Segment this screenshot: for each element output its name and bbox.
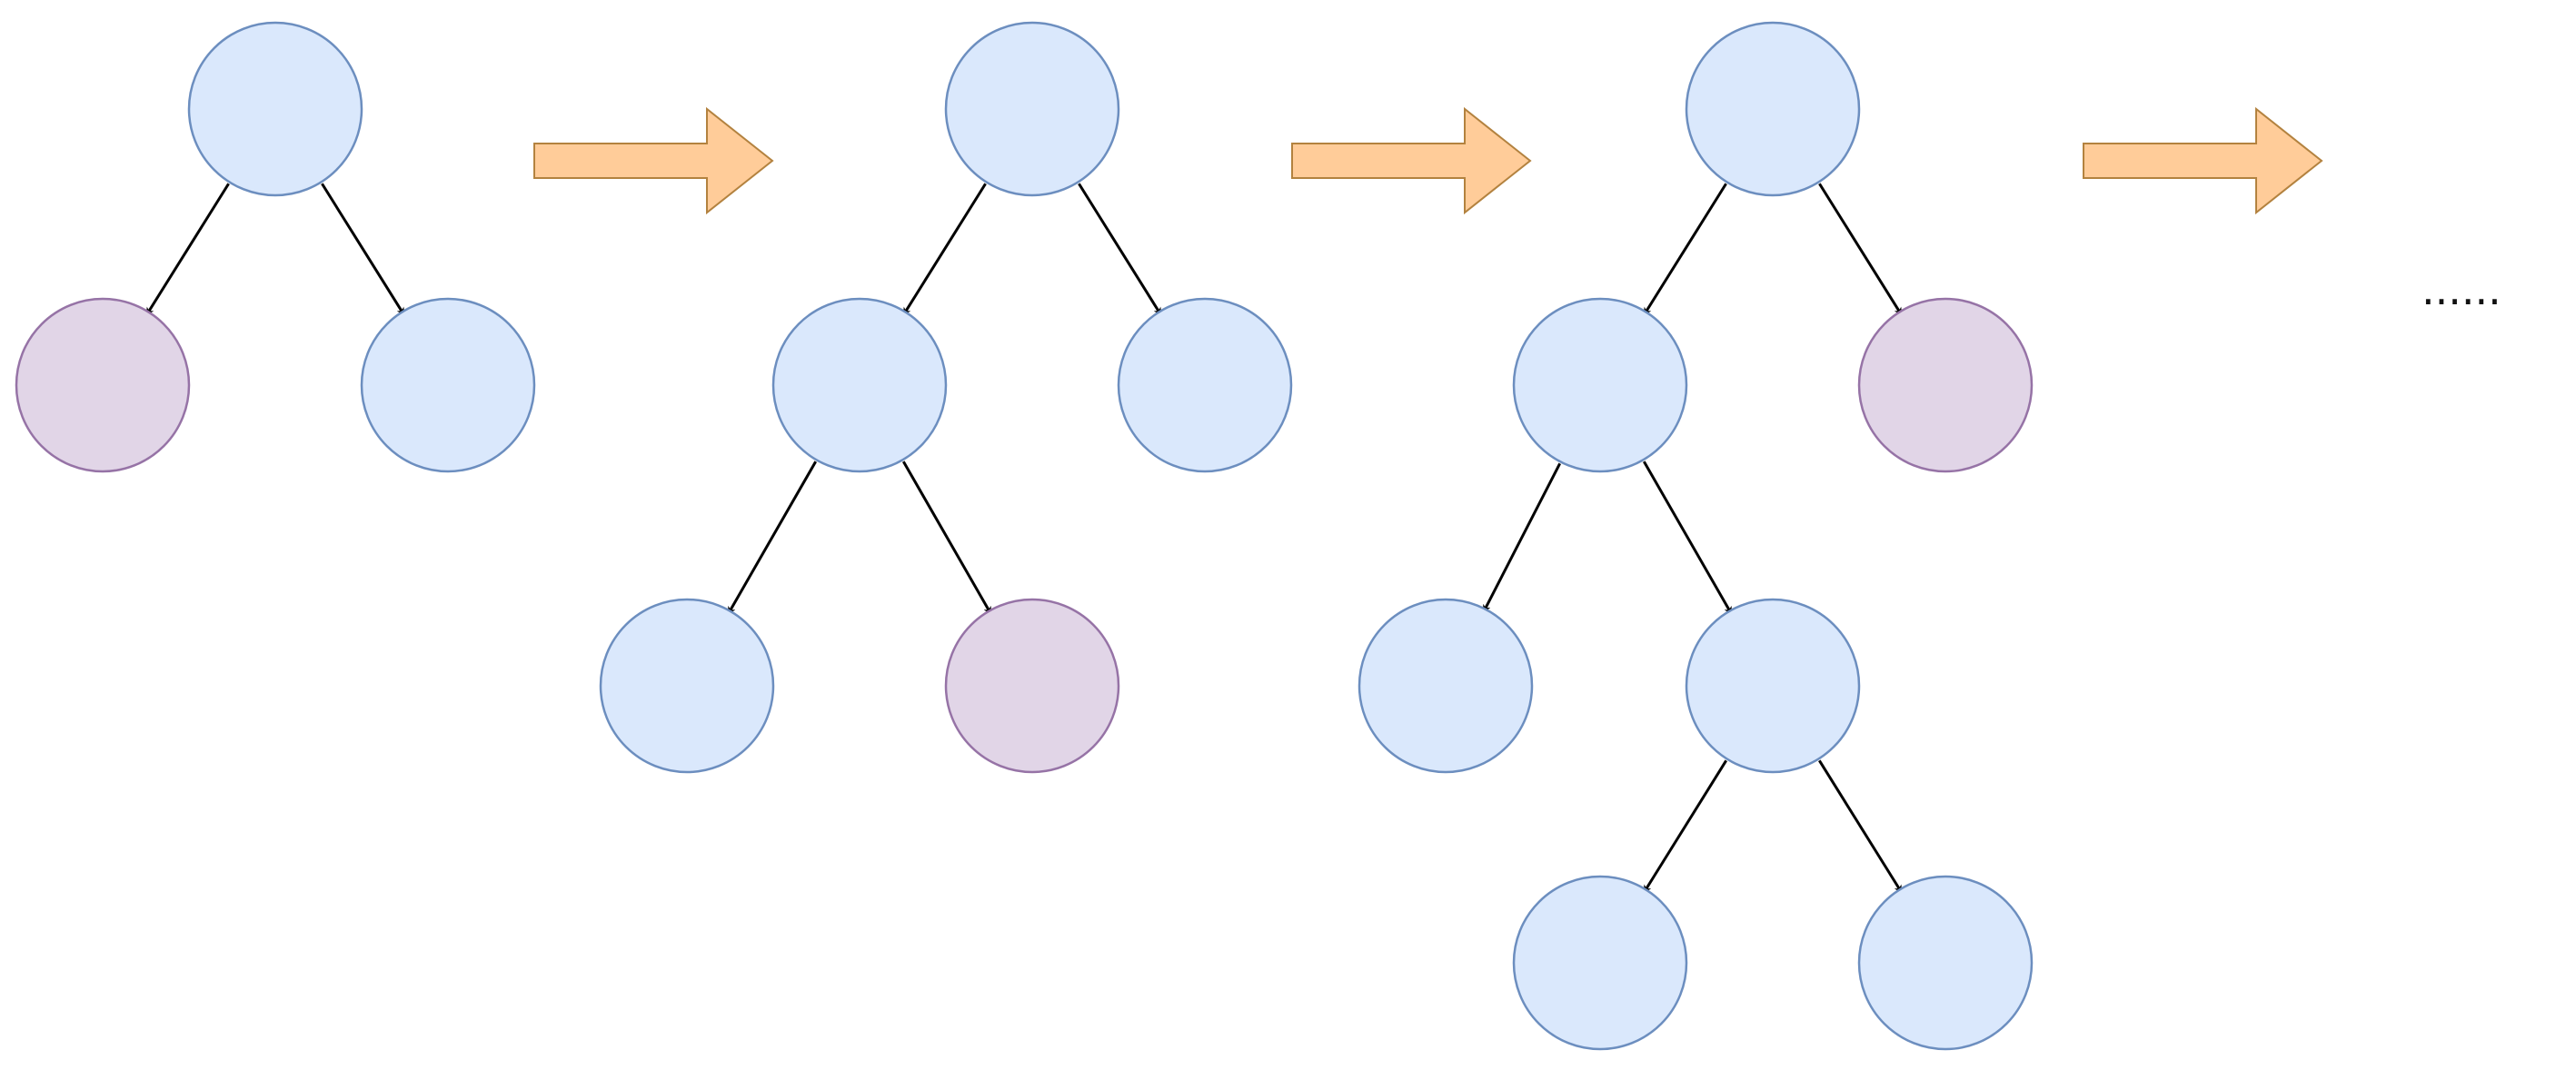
tree-node-stage2-left-right-highlighted	[944, 598, 1120, 774]
tree-edge-stage2-left-to-left-right	[901, 461, 992, 615]
tree-node-stage3-left-right-left	[1512, 875, 1688, 1051]
tree-edge-stage2-root-to-right	[1078, 183, 1163, 316]
transition-arrow-3	[2083, 106, 2323, 215]
tree-node-stage1-left-highlighted	[15, 297, 191, 473]
tree-node-stage2-root	[944, 21, 1120, 197]
tree-node-stage3-left-left	[1358, 598, 1534, 774]
transition-arrow-1	[533, 106, 774, 215]
tree-edge-stage3-left-to-left-right	[1642, 461, 1733, 615]
transition-arrow-2	[1291, 106, 1532, 215]
tree-edge-stage1-root-to-right	[321, 183, 406, 316]
continuation-ellipsis: ......	[2422, 265, 2501, 314]
tree-node-stage3-root	[1685, 21, 1861, 197]
tree-edge-stage3-left-to-left-left	[1482, 462, 1562, 613]
tree-node-stage3-left-right	[1685, 598, 1861, 774]
tree-node-stage1-right	[360, 297, 536, 473]
tree-node-stage2-left	[771, 297, 948, 473]
tree-edge-stage3-left-right-to-left-right-left	[1642, 759, 1727, 894]
nodes-layer	[15, 21, 2034, 1051]
tree-node-stage1-root	[187, 21, 363, 197]
tree-edge-stage1-root-to-left	[144, 183, 230, 316]
transition-arrows-layer	[533, 106, 2323, 215]
tree-node-stage3-right-highlighted	[1857, 297, 2034, 473]
tree-edge-stage2-left-to-left-left	[727, 461, 818, 615]
tree-edge-stage3-root-to-right	[1818, 183, 1904, 316]
tree-node-stage3-left	[1512, 297, 1688, 473]
tree-node-stage3-left-right-right	[1857, 875, 2034, 1051]
edges-layer	[144, 183, 1904, 894]
tree-node-stage2-right	[1117, 297, 1293, 473]
tree-edge-stage2-root-to-left	[901, 183, 987, 316]
tree-edge-stage3-left-right-to-left-right-right	[1818, 759, 1904, 894]
tree-node-stage2-left-left	[599, 598, 775, 774]
tree-edge-stage3-root-to-left	[1642, 183, 1727, 316]
